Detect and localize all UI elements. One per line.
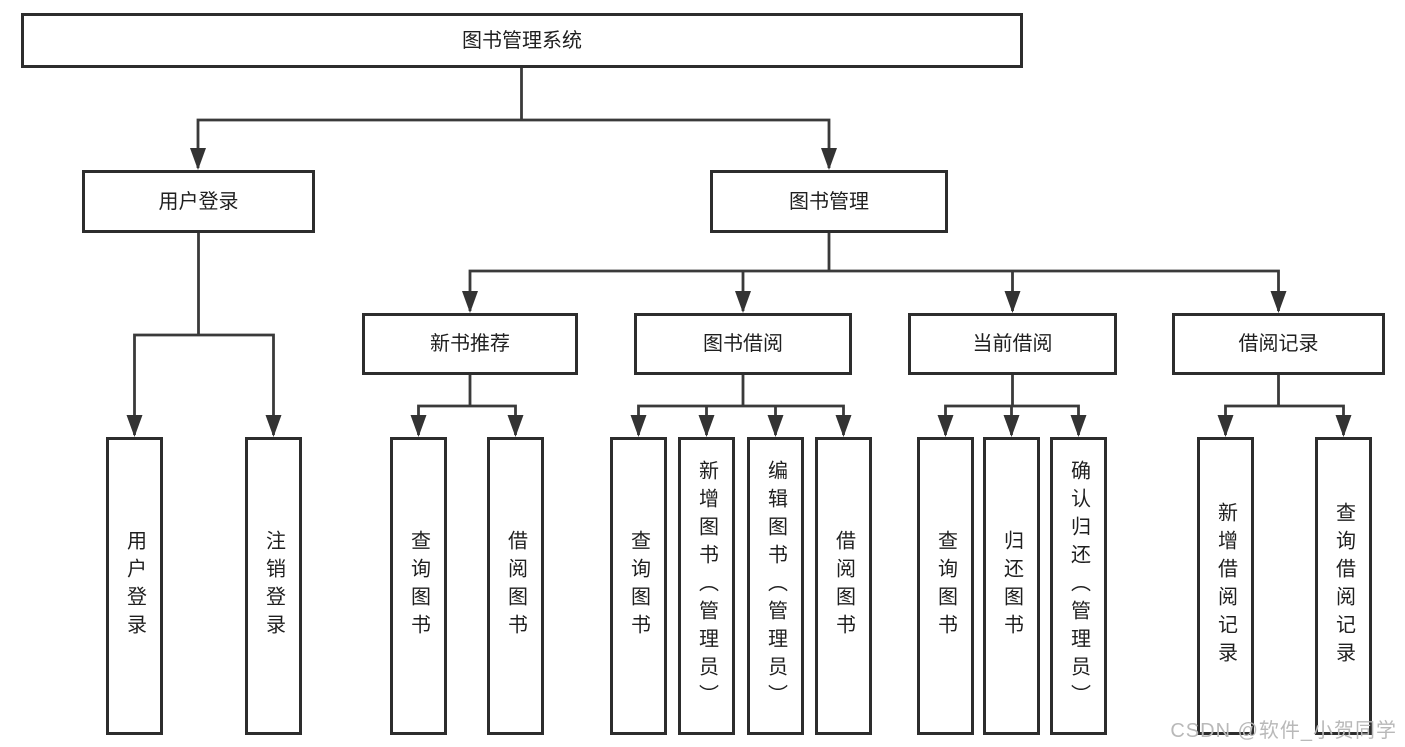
node-library-system: 图书管理系统 <box>21 13 1023 68</box>
node-new-book-recommend: 新书推荐 <box>362 313 578 375</box>
node-label: 当前借阅 <box>972 333 1053 355</box>
leaf-add-borrow-record: 新增借阅记录 <box>1197 437 1254 735</box>
leaf-label: 查询图书 <box>627 530 650 642</box>
leaf-user-login: 用户登录 <box>106 437 163 735</box>
leaf-add-books-admin: 新增图书（管理员） <box>678 437 735 735</box>
node-label: 图书管理 <box>789 190 869 213</box>
leaf-edit-books-admin: 编辑图书（管理员） <box>747 437 804 735</box>
leaf-label: 确认归还（管理员） <box>1067 460 1090 712</box>
leaf-query-books-current: 查询图书 <box>917 437 974 735</box>
node-label: 借阅记录 <box>1238 333 1319 355</box>
node-label: 图书借阅 <box>703 333 783 355</box>
leaf-label: 查询借阅记录 <box>1332 502 1355 670</box>
node-current-borrow: 当前借阅 <box>908 313 1117 375</box>
csdn-watermark: CSDN @软件_小贺同学 <box>1170 720 1397 742</box>
leaf-label: 编辑图书（管理员） <box>764 460 787 712</box>
leaf-label: 新增借阅记录 <box>1214 502 1237 670</box>
leaf-query-borrow-record: 查询借阅记录 <box>1315 437 1372 735</box>
leaf-confirm-return-admin: 确认归还（管理员） <box>1050 437 1107 735</box>
leaf-query-books-borrow: 查询图书 <box>610 437 667 735</box>
node-book-management: 图书管理 <box>710 170 948 233</box>
leaf-label: 查询图书 <box>934 530 957 642</box>
leaf-label: 查询图书 <box>407 530 430 642</box>
leaf-borrow-books: 借阅图书 <box>815 437 872 735</box>
node-book-borrow: 图书借阅 <box>634 313 852 375</box>
node-label: 图书管理系统 <box>462 29 582 52</box>
leaf-label: 归还图书 <box>1000 530 1023 642</box>
node-user-login: 用户登录 <box>82 170 315 233</box>
leaf-borrow-books-recommend: 借阅图书 <box>487 437 544 735</box>
leaf-label: 用户登录 <box>123 530 146 642</box>
leaf-label: 新增图书（管理员） <box>695 460 718 712</box>
leaf-logout: 注销登录 <box>245 437 302 735</box>
leaf-label: 注销登录 <box>262 530 285 642</box>
leaf-return-books: 归还图书 <box>983 437 1040 735</box>
node-label: 用户登录 <box>158 190 239 213</box>
node-label: 新书推荐 <box>430 333 510 355</box>
node-borrow-records: 借阅记录 <box>1172 313 1385 375</box>
leaf-label: 借阅图书 <box>504 530 527 642</box>
leaf-query-books-recommend: 查询图书 <box>390 437 447 735</box>
leaf-label: 借阅图书 <box>832 530 855 642</box>
